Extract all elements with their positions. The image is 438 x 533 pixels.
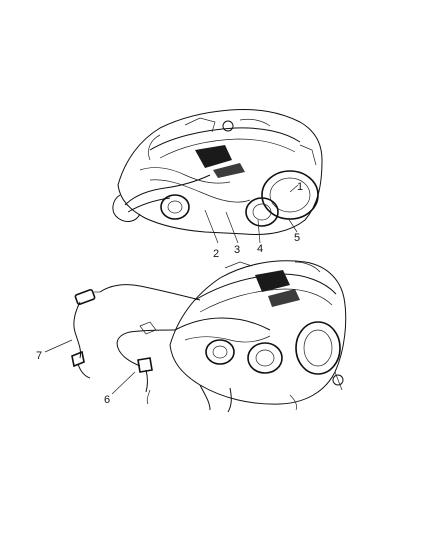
callout-5: 5 [294,232,300,244]
callout-7: 7 [36,350,42,362]
callout-2: 2 [213,248,219,260]
callout-6: 6 [104,394,110,406]
engine-view-top [112,109,323,244]
engine-view-bottom [169,260,347,413]
callout-1: 1 [297,181,303,193]
callout-4: 4 [257,243,263,255]
callout-3: 3 [234,244,240,256]
oxygen-sensor-harness [44,284,201,405]
